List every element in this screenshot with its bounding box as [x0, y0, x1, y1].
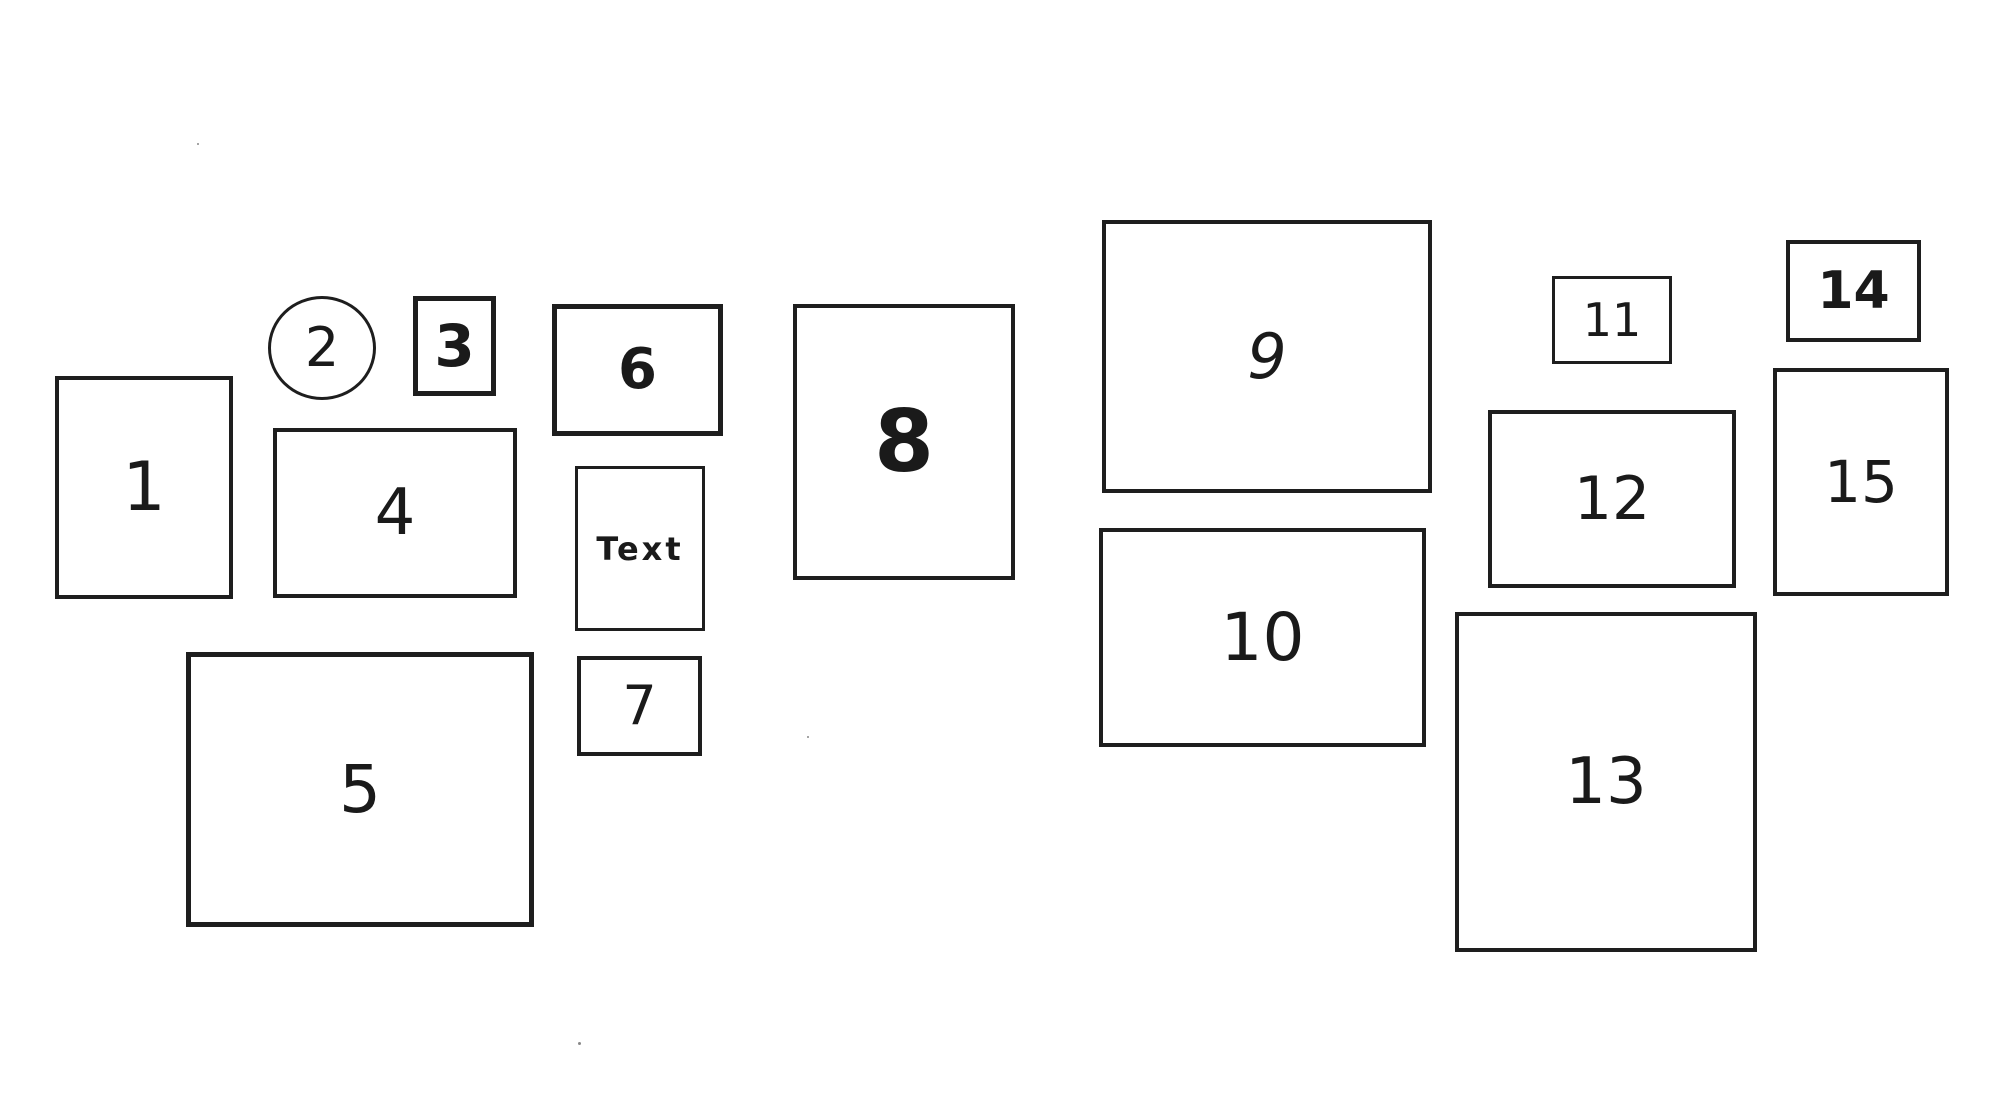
frame-label: 2 — [304, 316, 340, 379]
frame-7: 7 — [577, 656, 702, 756]
frame-8: 8 — [793, 304, 1015, 580]
frame-11: 11 — [1552, 276, 1672, 364]
frame-14: 14 — [1786, 240, 1921, 342]
frame-label: 11 — [1582, 293, 1642, 347]
frame-3: 3 — [413, 296, 496, 396]
frame-10: 10 — [1099, 528, 1426, 747]
frame-2-circle: 2 — [268, 296, 376, 400]
frame-label: 14 — [1817, 261, 1890, 321]
frame-label: 3 — [434, 312, 475, 380]
frame-label: 6 — [618, 337, 657, 402]
paper-speck — [197, 143, 199, 145]
frame-label: 5 — [339, 750, 381, 828]
frame-5: 5 — [186, 652, 534, 927]
frame-label: 1 — [122, 447, 166, 527]
frame-4: 4 — [273, 428, 517, 598]
frame-text: Text — [575, 466, 705, 631]
frame-label: Text — [596, 529, 684, 568]
frame-label: 13 — [1565, 745, 1647, 819]
frame-label: 9 — [1247, 319, 1287, 393]
paper-speck — [807, 736, 809, 738]
frame-label: 8 — [874, 392, 934, 492]
frame-label: 4 — [374, 476, 416, 550]
frame-label: 7 — [622, 674, 657, 737]
frame-label: 12 — [1573, 464, 1651, 534]
frame-15: 15 — [1773, 368, 1949, 596]
frame-6: 6 — [552, 304, 723, 436]
frame-13: 13 — [1455, 612, 1757, 952]
frame-9: 9 — [1102, 220, 1432, 493]
frame-label: 15 — [1824, 448, 1898, 516]
paper-speck — [578, 1042, 581, 1045]
frame-label: 10 — [1220, 598, 1305, 676]
frame-12: 12 — [1488, 410, 1736, 588]
frame-1: 1 — [55, 376, 233, 599]
